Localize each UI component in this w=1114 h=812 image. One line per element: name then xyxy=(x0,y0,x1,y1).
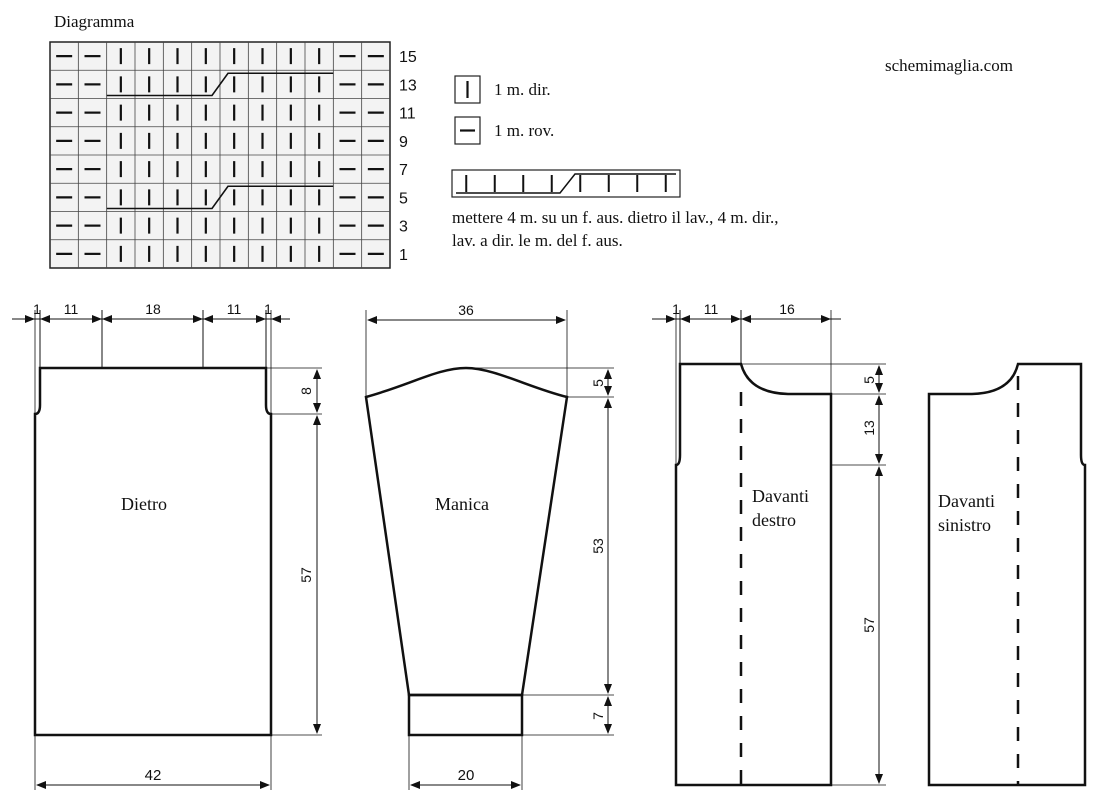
right-front-label-2: destro xyxy=(752,510,796,530)
chart-title: Diagramma xyxy=(54,12,135,31)
right-front-dim-armhole: 13 xyxy=(861,420,877,436)
left-front-outline xyxy=(927,362,1087,787)
back-dim-right-edge: 1 xyxy=(264,301,272,317)
legend-knit-label: 1 m. dir. xyxy=(494,80,551,99)
row-number: 9 xyxy=(399,134,408,151)
chart-cells xyxy=(50,42,390,268)
right-front-outline xyxy=(674,362,833,787)
sleeve-dim-cuff: 7 xyxy=(590,712,606,720)
right-front-dim-neck: 16 xyxy=(779,301,795,317)
back-dim-left-edge: 1 xyxy=(33,301,41,317)
sleeve-label: Manica xyxy=(435,494,489,514)
chart-row-numbers: 15 13 11 9 7 5 3 1 xyxy=(399,49,417,264)
row-number: 13 xyxy=(399,77,417,94)
right-front-dim-length: 57 xyxy=(861,617,877,633)
left-front-piece: Davanti sinistro xyxy=(927,362,1087,787)
right-front-label-1: Davanti xyxy=(752,486,809,506)
left-front-label-2: sinistro xyxy=(938,515,991,535)
row-number: 5 xyxy=(399,190,408,207)
sleeve-dim-cuff-width: 20 xyxy=(458,767,475,784)
right-front-piece: Davanti destro 1 11 16 5 13 57 xyxy=(652,301,886,787)
legend-cable-line1: mettere 4 m. su un f. aus. dietro il lav… xyxy=(452,208,779,227)
sleeve-outline xyxy=(364,366,569,697)
stitch-chart: Diagramma 15 13 11 9 7 5 3 1 xyxy=(49,12,417,269)
sleeve-dim-length: 53 xyxy=(590,538,606,554)
right-front-dim-neck-depth: 5 xyxy=(861,376,877,384)
sleeve-piece: Manica 36 5 53 7 20 xyxy=(364,302,614,790)
purl-symbol-icon xyxy=(454,116,481,145)
right-front-dim-edge: 1 xyxy=(672,301,680,317)
back-dim-right-shoulder: 11 xyxy=(227,301,242,317)
sleeve-dim-top: 36 xyxy=(458,302,474,318)
back-piece: Dietro 1 11 18 11 1 8 57 42 xyxy=(12,301,322,790)
back-dim-armhole: 8 xyxy=(298,387,314,395)
left-front-label-1: Davanti xyxy=(938,491,995,511)
back-dim-width: 42 xyxy=(145,767,162,784)
legend-cable-line2: lav. a dir. le m. del f. aus. xyxy=(452,231,623,250)
sleeve-cuff xyxy=(407,693,524,737)
sleeve-dim-cap: 5 xyxy=(590,379,606,387)
right-front-dim-shoulder: 11 xyxy=(704,301,719,317)
website-label: schemimaglia.com xyxy=(885,56,1013,75)
back-dim-left-shoulder: 11 xyxy=(64,301,79,317)
back-dim-neck: 18 xyxy=(145,301,161,317)
row-number: 3 xyxy=(399,219,408,236)
legend-purl-label: 1 m. rov. xyxy=(494,121,554,140)
back-outline xyxy=(33,366,273,737)
cable-crossing xyxy=(106,185,334,210)
row-number: 7 xyxy=(399,162,408,179)
cable-crossing xyxy=(106,72,334,97)
row-number: 1 xyxy=(399,247,408,264)
back-label: Dietro xyxy=(121,494,167,514)
chart-legend: 1 m. dir. 1 m. rov. mettere 4 m. su un f… xyxy=(451,75,779,250)
back-dim-length: 57 xyxy=(298,567,314,583)
cable-symbol-icon xyxy=(451,169,681,198)
row-number: 15 xyxy=(399,49,417,66)
row-number: 11 xyxy=(399,106,416,123)
